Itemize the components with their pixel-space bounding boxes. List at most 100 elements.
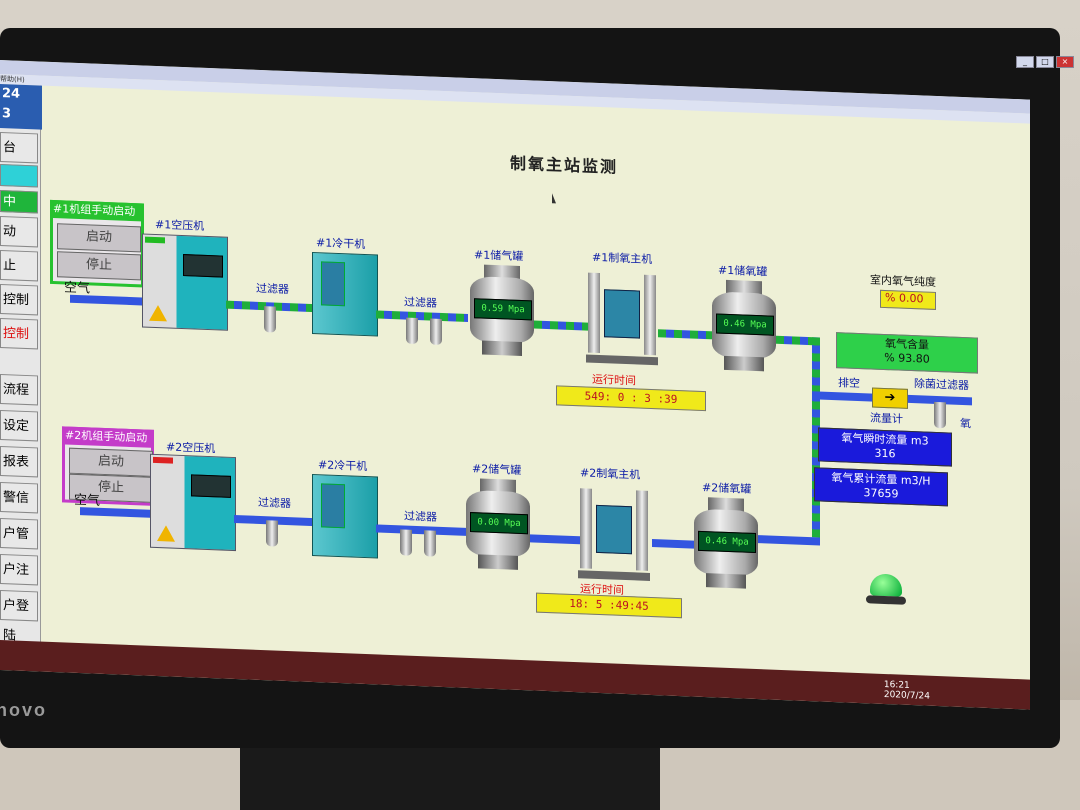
monitor-stand [240,740,660,810]
lamp-base [866,595,906,605]
line1-o2-tank-label: #1储氧罐 [718,263,768,279]
sterile-filter-label: 除菌过滤器 [914,377,969,393]
left-item-5[interactable]: 控制 [0,284,38,316]
line1-o2-tank[interactable]: 0.46 Mpa [712,279,776,372]
line1-air-tank[interactable]: 0.59 Mpa [470,264,534,357]
line1-o2-generator[interactable] [586,267,658,366]
line2-o2-tank[interactable]: 0.46 Mpa [694,497,758,589]
maximize-icon[interactable]: □ [1036,56,1054,68]
line2-compressor-label: #2空压机 [166,440,216,456]
warning-icon [157,525,175,542]
status-lamp-icon [866,573,906,605]
line1-dryer[interactable] [312,251,378,337]
line1-filter2b [430,318,442,345]
line2-filter2-label: 过滤器 [404,509,437,524]
monitor-brand: novo [0,700,47,720]
inst-flow-box: 氧气瞬时流量 m3 316 [818,427,952,467]
group2-title: #2机组手动启动 [62,426,154,448]
o2-column [644,274,656,356]
line1-dryer-screen [321,261,345,307]
line1-filter [264,306,276,333]
line2-pipe-d [652,539,700,549]
line1-pipe-b [376,310,468,322]
line2-air-inlet-pipe [80,507,150,518]
left-item-12[interactable]: 户注销 [0,554,38,608]
line1-o2-tank-pressure: 0.46 Mpa [716,313,774,336]
line2-o2-generator[interactable] [578,482,650,581]
o2-content-box: 氧气含量 % 93.80 [836,332,978,374]
line2-filter2a [400,529,412,556]
close-icon[interactable]: × [1056,56,1074,68]
line2-filter-label: 过滤器 [258,495,291,511]
minimize-icon[interactable]: _ [1016,56,1034,68]
vent-label: 排空 [838,376,860,391]
line1-compressor-label: #1空压机 [155,217,205,233]
left-item-0[interactable]: 台 [0,132,38,164]
line1-tank-pressure: 0.59 Mpa [474,298,532,321]
line2-air-tank[interactable]: 0.00 Mpa [466,478,530,570]
screen: 帮助(H) 24 3 台 中 动 止 控制 控制 流程 设定 报表 警信息 户管… [0,60,1030,710]
line1-runtime-label: 运行时间 [592,372,636,388]
left-item-2[interactable]: 中 [0,190,38,214]
flowmeter[interactable]: ➔ [872,387,908,409]
line2-air-label: 空气 [74,492,101,509]
line1-pipe-d [658,329,714,340]
left-item-11[interactable]: 户管理 [0,518,38,572]
line2-compressor-status [153,456,173,464]
line2-filter [266,520,278,547]
line1-tank-label: #1储气罐 [474,248,524,264]
system-tray[interactable]: 16:21 2020/7/24 [884,680,930,702]
left-item-9[interactable]: 报表 [0,446,38,478]
o2-out-label: 氧 [960,416,971,431]
group1-panel: #1机组手动启动 启动 停止 [50,199,144,288]
menu-help[interactable]: 帮助(H) [0,75,25,84]
line1-compressor-panel [183,254,223,278]
line2-dryer[interactable] [312,473,378,559]
header-line-1: 24 [2,86,21,102]
sterile-filter [934,401,946,429]
left-panel-header: 24 3 [0,84,42,130]
line2-o2-tank-pressure: 0.46 Mpa [698,530,756,554]
tank-foot [724,355,764,372]
line1-filter2-label: 过滤器 [404,295,437,310]
line2-tank-label: #2储气罐 [472,462,522,478]
group2-start-button[interactable]: 启动 [69,447,153,477]
left-item-4[interactable]: 止 [0,250,38,282]
o2-column [636,490,648,571]
line1-dryer-label: #1冷干机 [316,236,366,252]
line2-dryer-label: #2冷干机 [318,458,368,474]
warning-icon [149,304,167,322]
line2-compressor[interactable] [150,453,236,552]
line1-air-inlet-pipe [70,294,142,306]
left-item-13[interactable]: 户登陆 [0,590,38,644]
lamp-dome [870,573,902,597]
left-item-3[interactable]: 动 [0,216,38,248]
line2-dryer-screen [321,483,345,529]
o2-base [578,570,650,581]
left-panel: 24 3 台 中 动 止 控制 控制 流程 设定 报表 警信息 户管理 户注销 … [0,84,42,646]
left-item-6[interactable]: 控制 [0,318,38,350]
mouse-cursor-icon [552,193,556,204]
line2-runtime: 18: 5 :49:45 [536,592,682,619]
tank-foot [482,340,522,357]
left-item-1[interactable] [0,164,38,188]
line2-filter2b [424,530,436,557]
line1-pipe-c [534,320,594,331]
line1-filter-label: 过滤器 [256,281,289,297]
line2-pipe-e [758,535,820,546]
line1-air-label: 空气 [64,280,91,297]
group1-start-button[interactable]: 启动 [57,223,141,253]
line1-filter2a [406,317,418,345]
line2-pipe-b [376,524,466,536]
left-item-8[interactable]: 设定 [0,410,38,442]
left-item-10[interactable]: 警信息 [0,482,38,536]
line1-compressor[interactable] [142,233,228,331]
window-controls: _ □ × [1016,56,1074,68]
o2-control [596,504,632,555]
left-item-7[interactable]: 流程 [0,374,38,406]
tank-foot [706,573,746,589]
room-purity-value: % 0.00 [880,289,936,310]
line1-o2-host-label: #1制氧主机 [592,250,653,267]
room-purity-label: 室内氧气纯度 [870,273,936,289]
o2-column [580,488,592,569]
